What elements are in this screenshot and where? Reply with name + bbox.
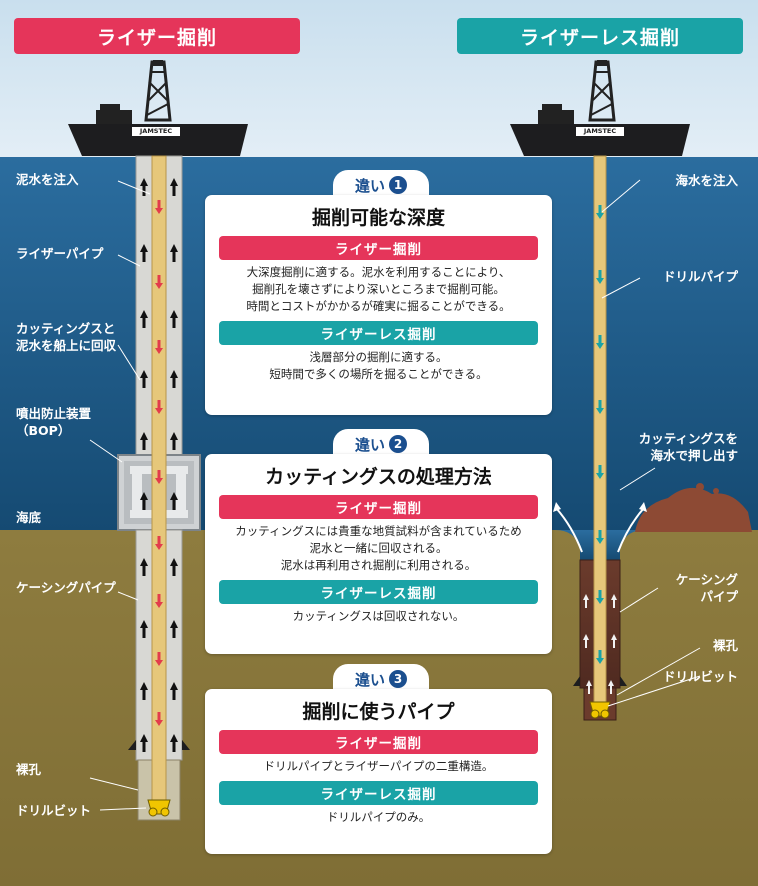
riser-down-arrows	[155, 200, 163, 726]
riser-drilling-header: ライザー掘削	[14, 18, 300, 54]
ship-right	[510, 60, 690, 156]
label-drill-bit-right: ドリルビット	[662, 669, 738, 684]
difference-2-riserless-label: ライザーレス掘削	[219, 580, 538, 604]
label-bop: 噴出防止装置 （BOP）	[16, 406, 92, 438]
ship-left	[68, 60, 248, 156]
label-casing-pipe-left: ケーシングパイプ	[16, 580, 116, 595]
difference-2-riser-text: カッティングスには貴重な地質試料が含まれているため 泥水と一緒に回収される。 泥…	[235, 524, 522, 572]
label-open-hole-left: 裸孔	[16, 762, 42, 777]
riserless-down-arrows	[596, 205, 604, 664]
label-drill-pipe: ドリルパイプ	[662, 269, 738, 284]
difference-2-riserless-text: カッティングスは回収されない。	[292, 609, 465, 623]
difference-1-riser-label: ライザー掘削	[219, 236, 538, 260]
label-seabed: 海底	[16, 510, 42, 525]
label-casing-pipe-right: ケーシング パイプ	[675, 572, 738, 604]
difference-1-riserless-label: ライザーレス掘削	[219, 321, 538, 345]
difference-1-title: 掘削可能な深度	[311, 207, 445, 229]
difference-3-title: 掘削に使うパイプ	[302, 701, 455, 723]
difference-1-riserless-text: 浅層部分の掘削に適する。 短時間で多くの場所を掘ることができる。	[269, 350, 488, 381]
difference-2-riser-label: ライザー掘削	[219, 495, 538, 519]
cuttings-pile	[635, 487, 752, 532]
label-mud-inject: 泥水を注入	[16, 172, 79, 187]
outflow-arrow-right	[617, 507, 645, 553]
label-cuttings-push: カッティングスを 海水で押し出す	[638, 431, 738, 463]
difference-2-title: カッティングスの処理方法	[265, 466, 492, 488]
riser-up-arrows	[140, 178, 178, 752]
difference-3-riserless-label: ライザーレス掘削	[219, 781, 538, 805]
leader-lines	[89, 179, 701, 811]
difference-3-panel: 掘削に使うパイプ ライザー掘削 ドリルパイプとライザーパイプの二重構造。 ライザ…	[205, 689, 552, 854]
riserless-drilling-header: ライザーレス掘削	[457, 18, 743, 54]
difference-3-riser-text: ドリルパイプとライザーパイプの二重構造。	[263, 759, 494, 773]
label-seawater-inject: 海水を注入	[675, 173, 738, 188]
difference-1-panel: 掘削可能な深度 ライザー掘削 大深度掘削に適する。泥水を利用することにより、 掘…	[205, 195, 552, 415]
difference-1-riser-text: 大深度掘削に適する。泥水を利用することにより、 掘削孔を壊さずにより深いところま…	[246, 265, 511, 313]
ship-name-left: JAMSTEC	[139, 127, 173, 135]
riserless-up-arrows	[583, 594, 617, 694]
label-open-hole-right: 裸孔	[712, 638, 738, 653]
difference-3-riserless-text: ドリルパイプのみ。	[326, 810, 431, 824]
label-riser-pipe: ライザーパイプ	[16, 246, 104, 261]
label-cuttings-recover: カッティングスと 泥水を船上に回収	[16, 321, 117, 353]
ship-name-right: JAMSTEC	[583, 127, 617, 135]
difference-3-riser-label: ライザー掘削	[219, 730, 538, 754]
difference-2-panel: カッティングスの処理方法 ライザー掘削 カッティングスには貴重な地質試料が含まれ…	[205, 454, 552, 654]
riserless-drill-pipe	[593, 155, 607, 705]
outflow-arrow-left	[555, 507, 583, 553]
label-drill-bit-left: ドリルビット	[16, 803, 92, 818]
